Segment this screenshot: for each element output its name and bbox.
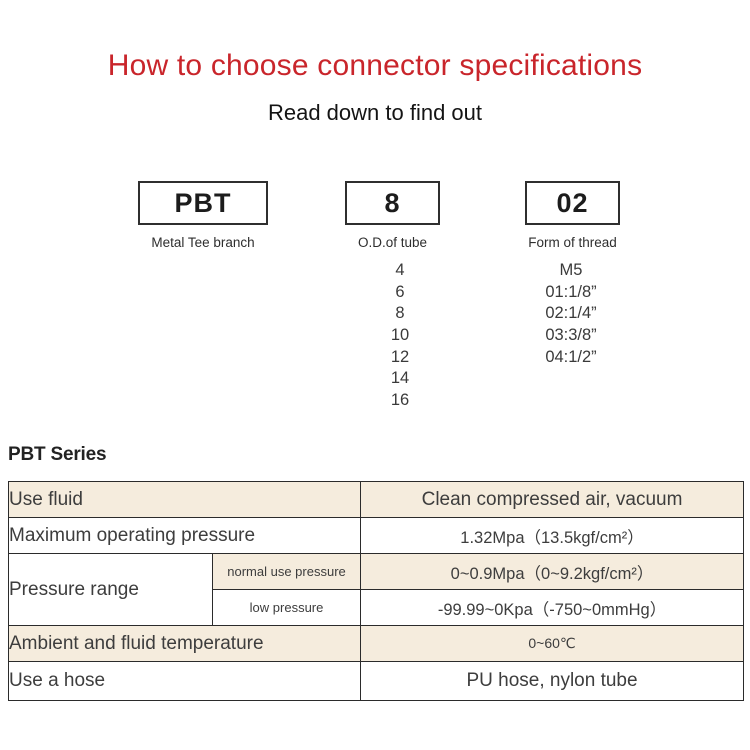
spec-box-series-code: PBT: [138, 181, 268, 225]
spec-label-thread-form: Form of thread: [528, 235, 617, 250]
row-value-temperature: 0~60℃: [360, 625, 745, 662]
row-value-use-fluid: Clean compressed air, vacuum: [360, 481, 745, 518]
tube-od-option: 10: [390, 326, 410, 345]
thread-form-option: 04:1/2”: [545, 347, 597, 366]
spec-box-thread-form-text: 02: [556, 187, 589, 218]
thread-form-option: 02:1/4”: [545, 304, 597, 323]
thread-form-option: 01:1/8”: [545, 282, 597, 301]
tube-od-option: 4: [395, 261, 405, 279]
row-label-use-fluid: Use fluid: [7, 481, 362, 518]
row-sublabel-normal-pressure: normal use pressure: [211, 553, 362, 590]
row-value-low-pressure: -99.99~0Kpa（-750~0mmHg）: [360, 589, 745, 626]
table-row-max-pressure: Maximum operating pressure 1.32Mpa（13.5k…: [7, 517, 745, 554]
tube-od-option: 12: [390, 347, 410, 366]
row-value-normal-pressure: 0~0.9Mpa（0~9.2kgf/cm²）: [360, 553, 745, 590]
row-value-hose: PU hose, nylon tube: [360, 661, 745, 701]
tube-od-option: 6: [395, 282, 405, 301]
row-label-temperature: Ambient and fluid temperature: [7, 625, 362, 662]
table-row-hose: Use a hose PU hose, nylon tube: [7, 661, 745, 701]
table-row-temperature: Ambient and fluid temperature 0~60℃: [7, 625, 745, 662]
page-title: How to choose connector specifications: [107, 49, 643, 82]
tube-od-option: 14: [390, 369, 410, 388]
tube-od-options: 4 6 8 10 12 14 16: [345, 260, 455, 412]
spec-table: Use fluid Clean compressed air, vacuum M…: [7, 481, 745, 701]
table-row-pressure-low: low pressure -99.99~0Kpa（-750~0mmHg）: [9, 589, 745, 626]
spec-box-tube-od-text: 8: [384, 187, 401, 218]
row-label-hose: Use a hose: [7, 661, 362, 701]
table-row-pressure-normal: Pressure range normal use pressure 0~0.9…: [8, 553, 745, 626]
spec-label-tube-od: O.D.of tube: [357, 235, 428, 250]
row-sublabel-low-pressure: low pressure: [211, 589, 362, 626]
tube-od-option: 8: [395, 304, 405, 323]
row-value-max-pressure: 1.32Mpa（13.5kgf/cm²）: [360, 517, 745, 554]
thread-form-options: M5 01:1/8” 02:1/4” 03:3/8” 04:1/2”: [516, 260, 626, 368]
table-row-use-fluid: Use fluid Clean compressed air, vacuum: [7, 481, 745, 518]
thread-form-option: 03:3/8”: [545, 326, 597, 345]
spec-label-series: Metal Tee branch: [151, 235, 255, 250]
row-label-pressure-range: Pressure range: [8, 553, 213, 626]
series-heading: PBT Series: [8, 444, 107, 465]
thread-form-option: M5: [559, 261, 583, 279]
row-label-max-pressure: Maximum operating pressure: [7, 517, 362, 554]
spec-box-thread-form: 02: [525, 181, 620, 225]
tube-od-option: 16: [390, 391, 410, 410]
spec-box-tube-od: 8: [345, 181, 440, 225]
page-subtitle: Read down to find out: [267, 100, 483, 125]
spec-box-series-code-text: PBT: [174, 187, 232, 218]
